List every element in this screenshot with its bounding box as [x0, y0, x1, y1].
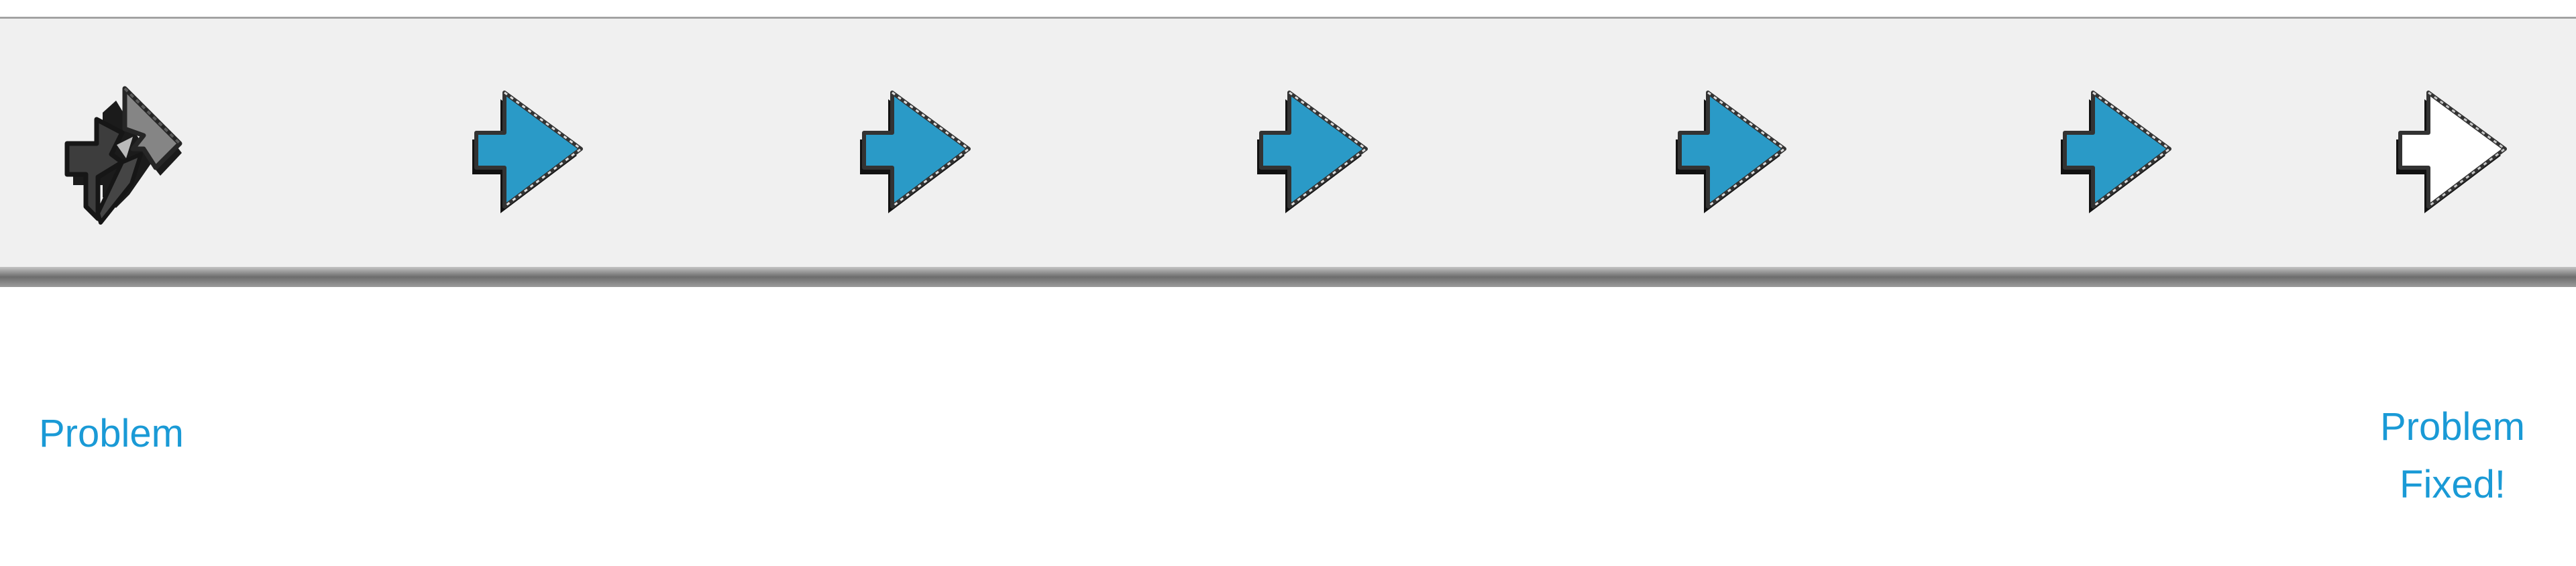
- bottom-border: [0, 267, 2576, 287]
- end-label: Problem Fixed!: [2339, 398, 2567, 514]
- arrow-icon: [2388, 70, 2529, 228]
- arrow-icon: [464, 70, 605, 228]
- arrow-icon: [852, 70, 993, 228]
- arrow-icon: [1668, 70, 1809, 228]
- arrow-icon: [1249, 70, 1390, 228]
- broken-arrow-icon: [58, 70, 199, 228]
- start-label: Problem: [39, 412, 184, 455]
- end-label-line1: Problem: [2380, 405, 2525, 449]
- arrow-icon: [2053, 70, 2194, 228]
- end-label-line2: Fixed!: [2400, 463, 2506, 506]
